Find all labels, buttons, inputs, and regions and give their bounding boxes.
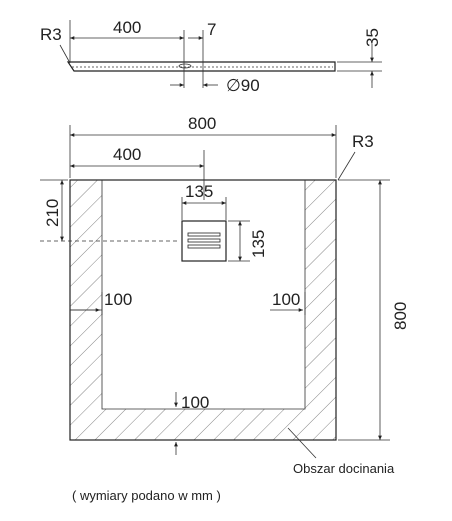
- drain-offset-y-label: 210: [43, 199, 62, 227]
- trim-area-label: Obszar docinania: [293, 461, 395, 476]
- side-height-label: 35: [363, 28, 382, 47]
- units-footnote: ( wymiary podano w mm ): [72, 488, 221, 503]
- side-radius-leader: [59, 44, 71, 64]
- drain-slot-3: [187, 244, 221, 249]
- drain-width-label: 135: [185, 182, 213, 201]
- side-half-width-label: 400: [113, 18, 141, 37]
- drain-height-label: 135: [249, 230, 268, 258]
- margin-left-label: 100: [104, 290, 132, 309]
- top-half-width-label: 400: [113, 145, 141, 164]
- margin-right-label: 100: [272, 290, 300, 309]
- side-diameter-label: ∅90: [226, 76, 260, 95]
- side-view: R3 400 7 ∅90 35: [40, 18, 382, 95]
- side-radius-label: R3: [40, 25, 62, 44]
- side-offset-label: 7: [207, 20, 216, 39]
- margin-bottom-label: 100: [181, 393, 209, 412]
- trim-area-hatch: [70, 180, 336, 440]
- drain-slot-1: [187, 232, 221, 237]
- drain-slot-2: [187, 238, 221, 243]
- top-radius-leader: [337, 151, 356, 181]
- top-radius-label: R3: [352, 132, 374, 151]
- depth-label: 800: [391, 302, 410, 330]
- top-width-label: 800: [188, 114, 216, 133]
- tray-profile: [66, 61, 336, 72]
- top-view: 800 400 R3 135 135 210 100: [40, 114, 410, 476]
- drain-outlet: [178, 63, 192, 69]
- trim-area-leader: [287, 427, 317, 459]
